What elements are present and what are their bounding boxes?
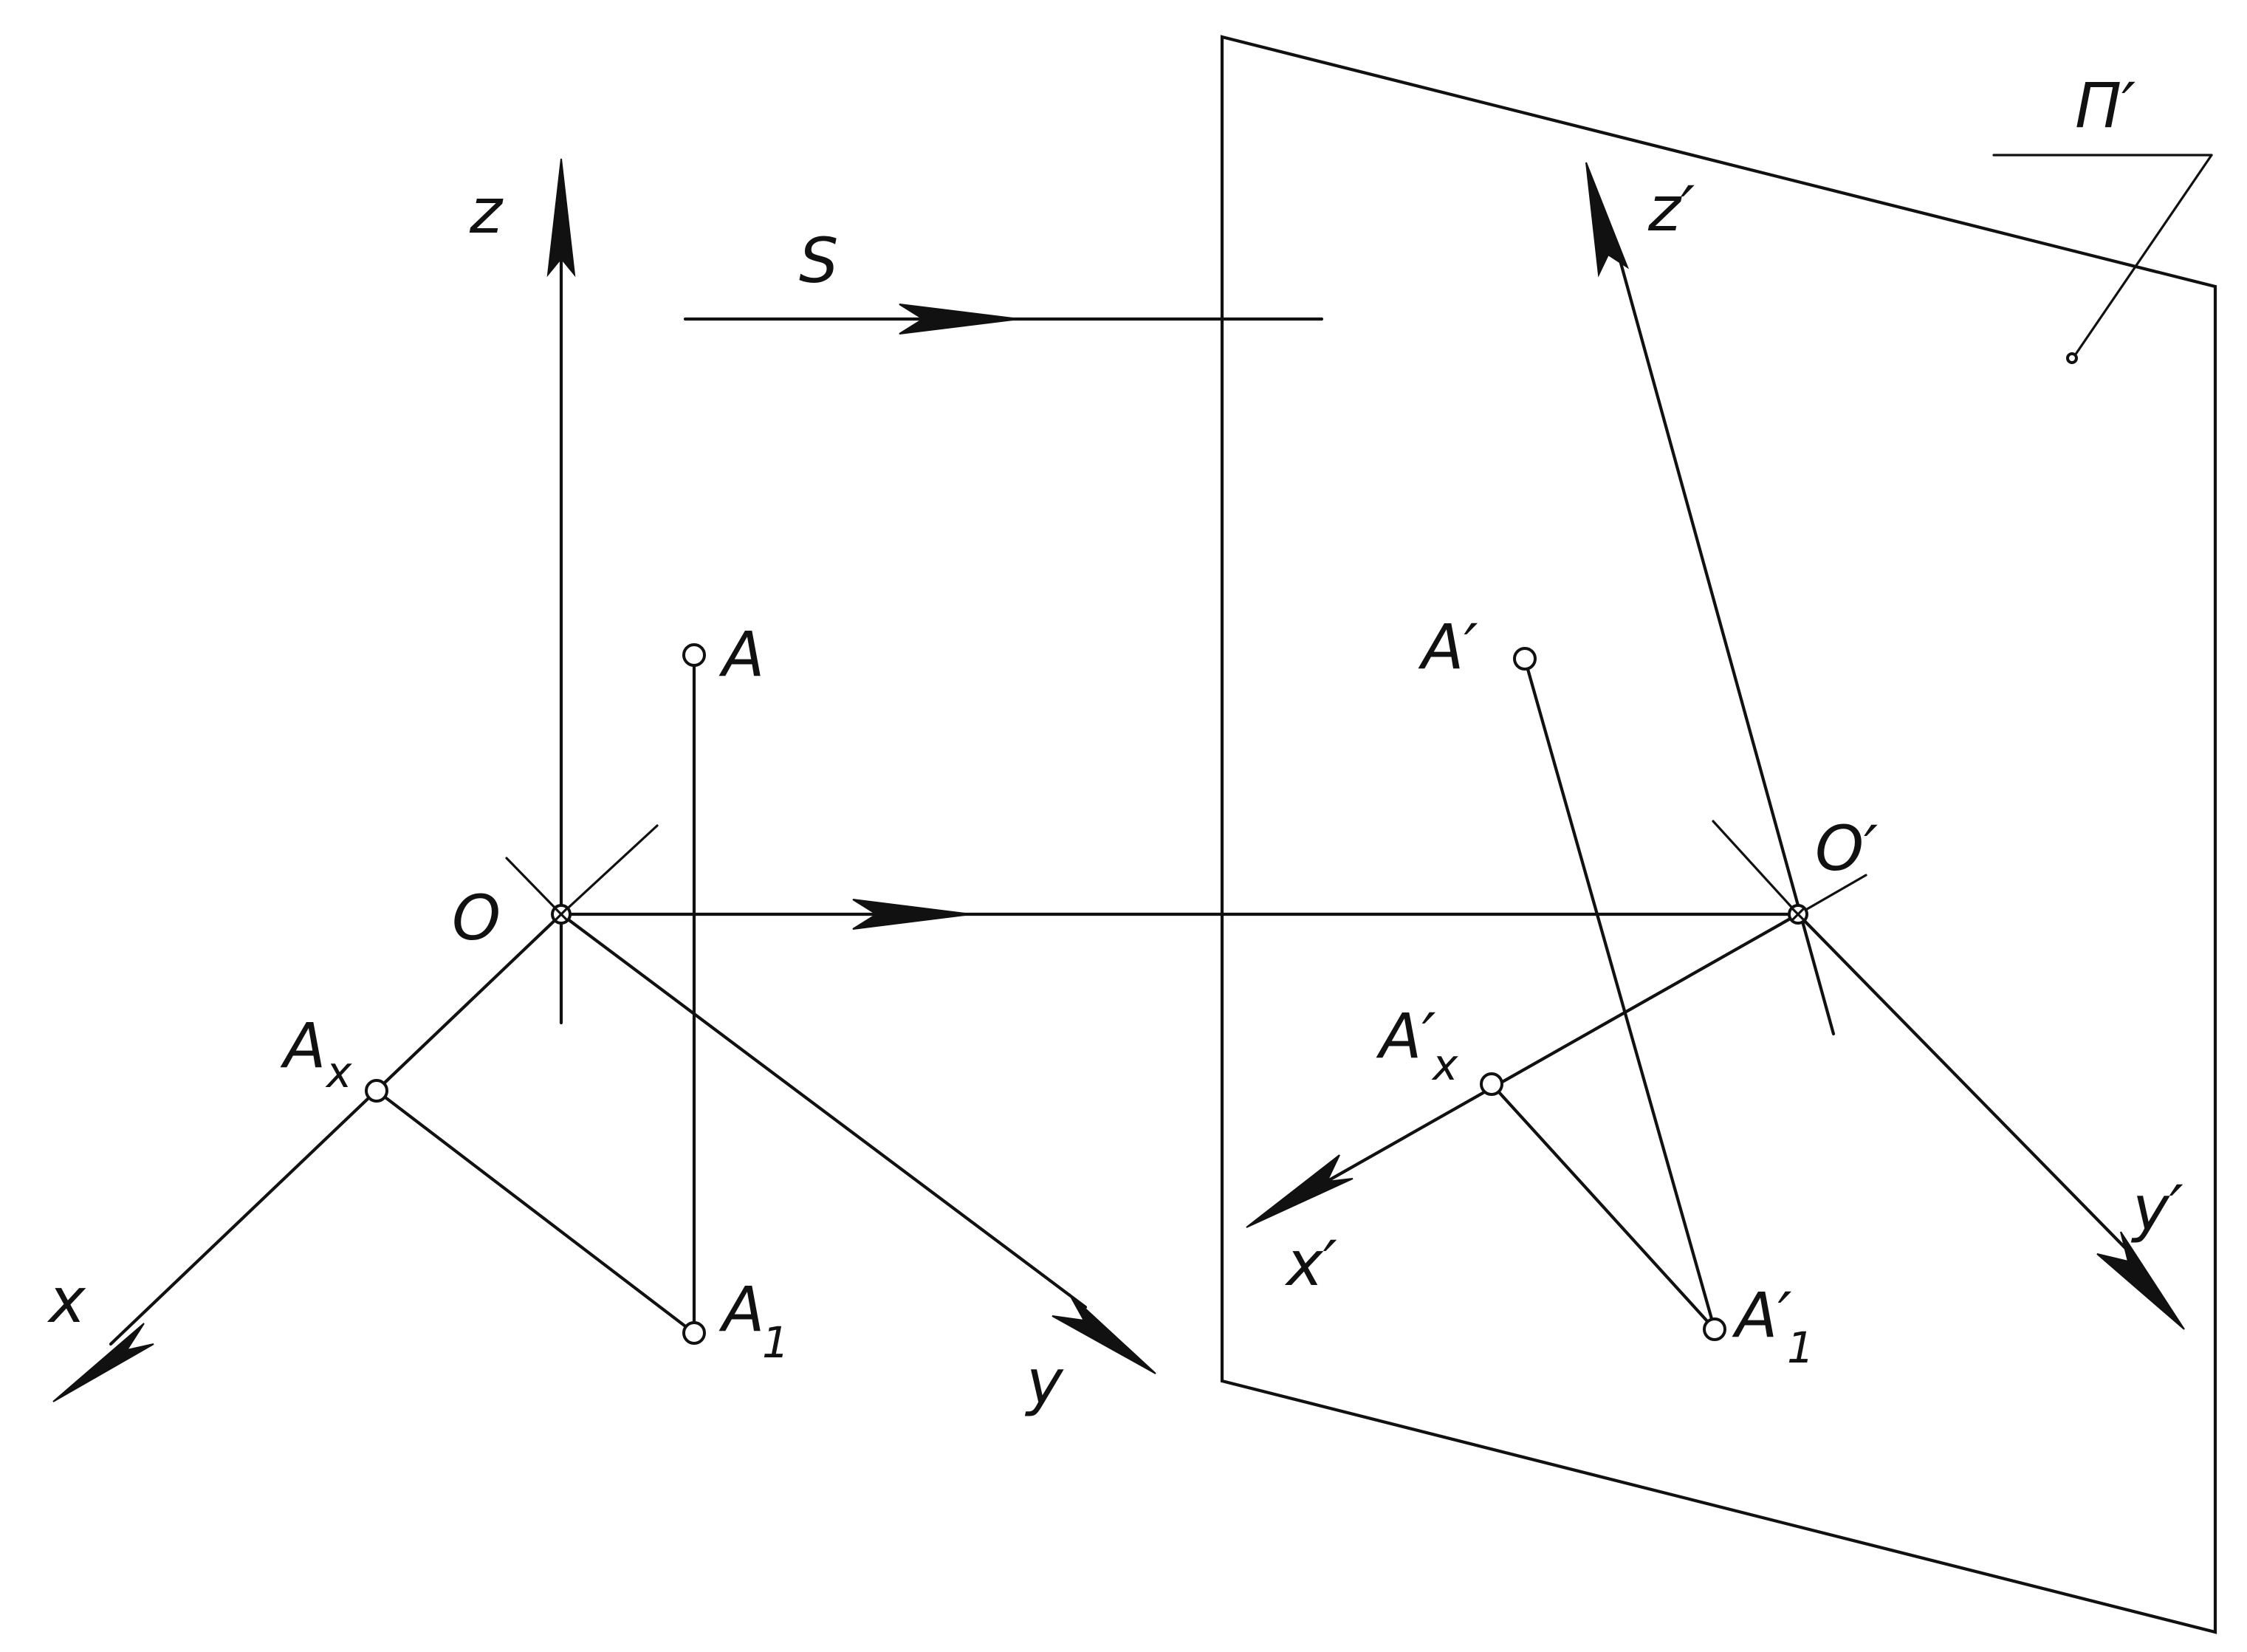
y-axis-arrowhead: [1052, 1293, 1156, 1374]
x-prime-axis-arrowhead: [1246, 1154, 1354, 1228]
plane-label: Π′: [2075, 69, 2135, 142]
point-ax-prime-label: A′: [1376, 1000, 1436, 1072]
ax-to-a1-line: [374, 1089, 696, 1335]
point-ax-prime: [1480, 1072, 1503, 1096]
point-a-prime-label: A′: [1418, 611, 1478, 683]
y-prime-axis-arrowhead: [2096, 1231, 2185, 1330]
point-a-label: A: [718, 618, 764, 690]
z-prime-axis-arrowhead: [1585, 162, 1630, 278]
point-ax-label: A: [280, 1010, 326, 1082]
origin-prime-label: O′: [1815, 812, 1878, 885]
ax-prime-to-a1-prime-line: [1489, 1082, 1717, 1331]
origin-label: O: [452, 882, 501, 954]
point-a1-subscript: 1: [762, 1317, 789, 1368]
point-ax: [365, 1079, 388, 1103]
y-prime-axis-label: y′: [2130, 1172, 2183, 1244]
x-axis-arrowhead: [52, 1323, 154, 1402]
origin-prime-tick-b: [1797, 874, 1867, 916]
point-ax-prime-subscript: x: [1431, 1040, 1458, 1090]
origin-projecting-ray-arrowhead: [852, 899, 972, 930]
point-a1: [682, 1321, 706, 1345]
point-ax-subscript: x: [325, 1047, 352, 1097]
x-prime-axis-label: x′: [1284, 1227, 1337, 1300]
origin-point: [551, 904, 572, 925]
point-a1-prime: [1703, 1317, 1726, 1341]
origin-prime-point: [1788, 904, 1808, 925]
y-axis-line: [559, 912, 1088, 1309]
point-a-prime: [1513, 647, 1537, 671]
a-prime-to-a1-prime-line: [1523, 657, 1717, 1331]
x-axis-label: x: [47, 1264, 86, 1337]
plane-label-leader: [1992, 154, 2213, 364]
point-a: [682, 643, 706, 667]
point-a1-label: A: [718, 1273, 764, 1346]
projection-direction-arrowhead: [899, 304, 1020, 335]
origin-tick-a: [505, 857, 563, 916]
x-axis-line: [109, 912, 563, 1346]
y-axis-label: y: [1024, 1346, 1064, 1418]
projection-plane: [1220, 35, 2217, 1634]
origin-tick-b: [560, 824, 659, 916]
y-prime-axis-line: [1796, 912, 2135, 1258]
z-axis-arrowhead: [546, 158, 576, 278]
point-a1-prime-label: A′: [1732, 1279, 1792, 1351]
z-prime-axis-line: [1611, 234, 1836, 1036]
z-prime-axis-label: z′: [1647, 173, 1695, 245]
origin-prime-tick-a: [1712, 820, 1800, 916]
z-axis-label: z: [469, 175, 504, 247]
projection-direction-label: S: [799, 225, 838, 297]
point-a1-prime-subscript: 1: [1787, 1323, 1814, 1373]
x-prime-axis-line: [1305, 912, 1800, 1195]
